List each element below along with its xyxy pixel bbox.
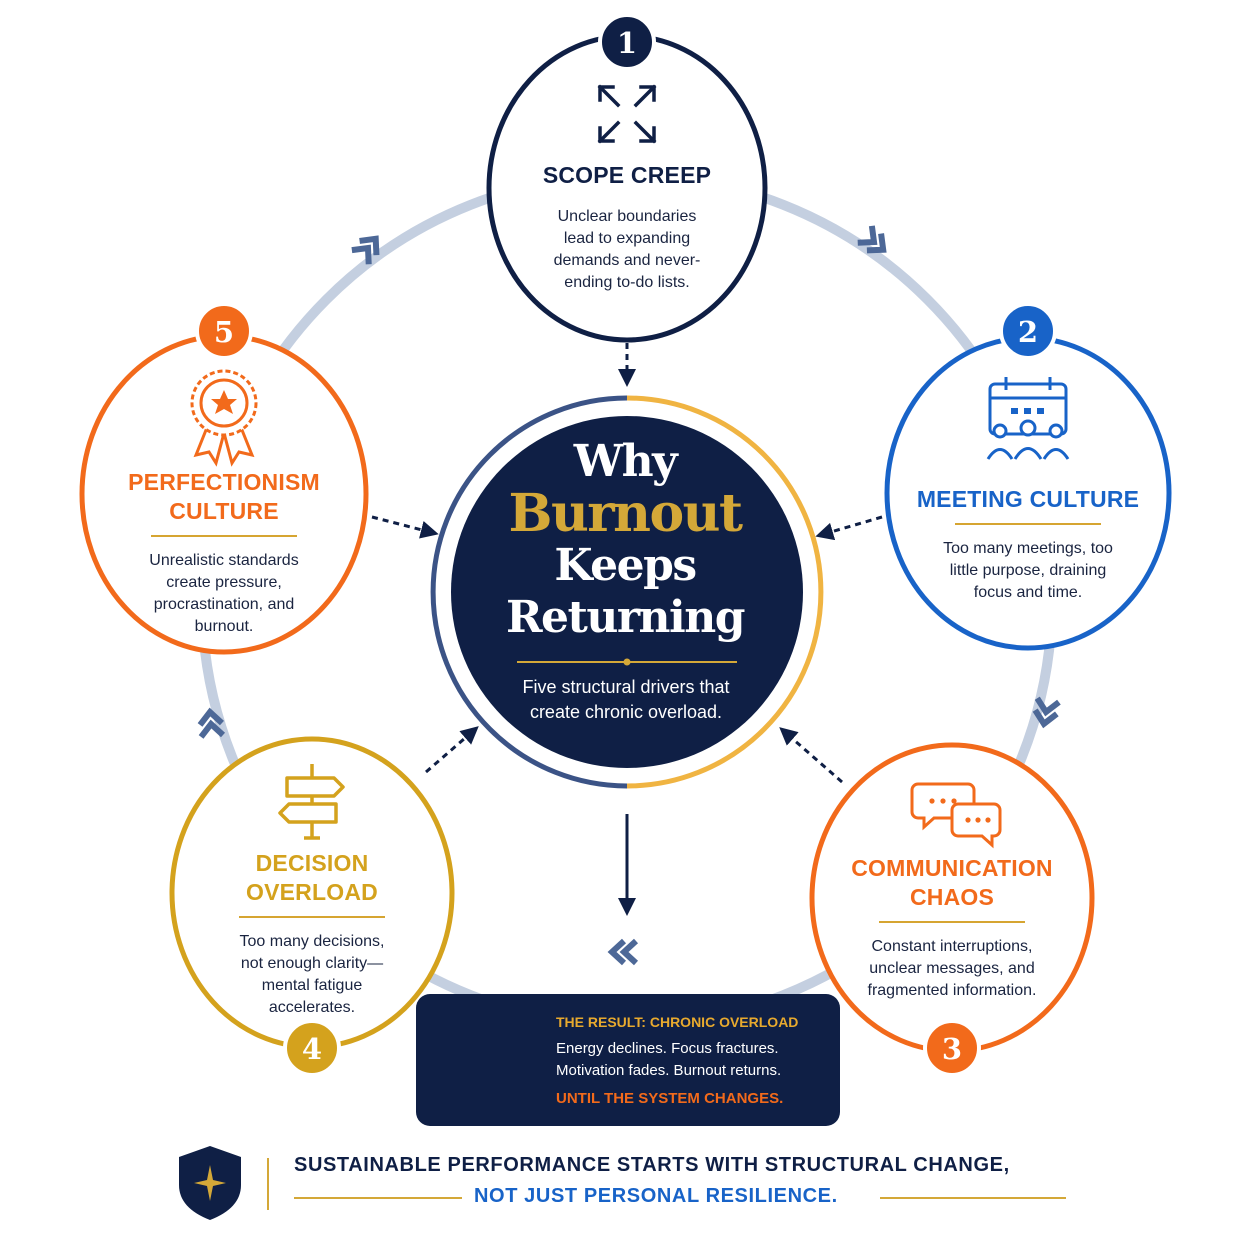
arrow-3-to-hub bbox=[779, 727, 843, 784]
calendar-people-icon bbox=[986, 377, 1070, 460]
badge-2: 2 bbox=[999, 302, 1057, 360]
result-line-1: Energy declines. Focus fractures. bbox=[556, 1040, 779, 1057]
node-4-rule bbox=[239, 916, 385, 918]
node-1-title: SCOPE CREEP bbox=[542, 162, 712, 188]
ring-chevron-4 bbox=[607, 938, 639, 966]
node-2-rule bbox=[955, 523, 1101, 525]
signpost-icon bbox=[278, 764, 345, 840]
arrow-2-to-hub bbox=[815, 515, 883, 541]
badge-2-number: 2 bbox=[1018, 315, 1038, 349]
hub-disc bbox=[451, 416, 803, 768]
node-1-content: SCOPE CREEP Unclear boundaries lead to e… bbox=[527, 161, 727, 294]
node-4-content: DECISION OVERLOAD Too many decisions, no… bbox=[202, 849, 422, 1019]
node-3-title-line2: CHAOS bbox=[909, 884, 995, 910]
node-3-content: COMMUNICATION CHAOS Constant interruptio… bbox=[832, 854, 1072, 1002]
node-3-description: Constant interruptions, unclear messages… bbox=[867, 938, 1037, 999]
hub-title-why: Why bbox=[573, 436, 678, 487]
node-4-title-line2: OVERLOAD bbox=[246, 879, 378, 905]
node-3-rule bbox=[879, 921, 1025, 923]
badge-3-number: 3 bbox=[942, 1032, 962, 1066]
hub-title: Why Burnout Keeps Returning bbox=[470, 436, 780, 644]
node-4-title: DECISION OVERLOAD bbox=[246, 849, 378, 907]
ring-chevron-3 bbox=[1032, 696, 1061, 729]
hub-title-burnout: Burnout bbox=[508, 483, 743, 544]
ring-chevron-2 bbox=[857, 225, 887, 254]
badge-4-number: 4 bbox=[302, 1032, 322, 1066]
badge-1: 1 bbox=[598, 13, 656, 71]
node-4-title-line1: DECISION bbox=[255, 850, 369, 876]
arrow-4-to-hub bbox=[425, 726, 479, 774]
arrow-5-to-hub bbox=[371, 515, 439, 539]
result-final: UNTIL THE SYSTEM CHANGES. bbox=[556, 1090, 784, 1107]
badge-5: 5 bbox=[195, 302, 253, 360]
footer-line-2: NOT JUST PERSONAL RESILIENCE. bbox=[474, 1185, 838, 1207]
node-2-description: Too many meetings, too little purpose, d… bbox=[943, 540, 1113, 601]
node-5-description: Unrealistic standards create pressure, p… bbox=[149, 552, 299, 635]
node-2-content: MEETING CULTURE Too many meetings, too l… bbox=[898, 485, 1158, 604]
node-4-description: Too many decisions, not enough clarity— … bbox=[239, 933, 385, 1016]
result-box: THE RESULT: CHRONIC OVERLOAD Energy decl… bbox=[416, 994, 840, 1126]
award-ribbon-icon bbox=[190, 369, 258, 467]
hub-divider-dot bbox=[623, 658, 631, 666]
node-3-title: COMMUNICATION CHAOS bbox=[851, 854, 1052, 912]
footer-line-1: SUSTAINABLE PERFORMANCE STARTS WITH STRU… bbox=[294, 1154, 1010, 1176]
badge-3: 3 bbox=[923, 1019, 981, 1077]
node-3-title-line1: COMMUNICATION bbox=[851, 855, 1053, 881]
node-5-title-line2: CULTURE bbox=[169, 498, 279, 524]
node-5-title: PERFECTIONISM CULTURE bbox=[128, 468, 320, 526]
ring-chevron-1 bbox=[351, 235, 380, 265]
node-5-rule bbox=[151, 535, 297, 537]
hub-title-keeps: Keeps bbox=[554, 540, 697, 591]
node-5-content: PERFECTIONISM CULTURE Unrealistic standa… bbox=[104, 468, 344, 638]
chat-bubbles-icon bbox=[910, 782, 1002, 849]
hub-title-returning: Returning bbox=[505, 592, 746, 643]
hub-subtitle: Five structural drivers that create chro… bbox=[522, 677, 730, 722]
hub-ring-navy bbox=[430, 395, 628, 789]
result-line-2: Motivation fades. Burnout returns. bbox=[556, 1062, 782, 1079]
ring-chevron-5 bbox=[197, 707, 226, 739]
node-1-description: Unclear boundaries lead to expanding dem… bbox=[553, 208, 701, 291]
hub-ring-gold bbox=[626, 395, 824, 789]
badge-1-number: 1 bbox=[617, 26, 637, 60]
result-label: THE RESULT: CHRONIC OVERLOAD bbox=[556, 1014, 799, 1030]
node-5-title-line1: PERFECTIONISM bbox=[128, 469, 320, 495]
shield-star-icon bbox=[179, 1146, 241, 1220]
badge-4: 4 bbox=[283, 1019, 341, 1077]
expand-arrows-icon bbox=[597, 84, 657, 144]
node-2-title: MEETING CULTURE bbox=[916, 486, 1140, 512]
badge-5-number: 5 bbox=[214, 315, 234, 349]
